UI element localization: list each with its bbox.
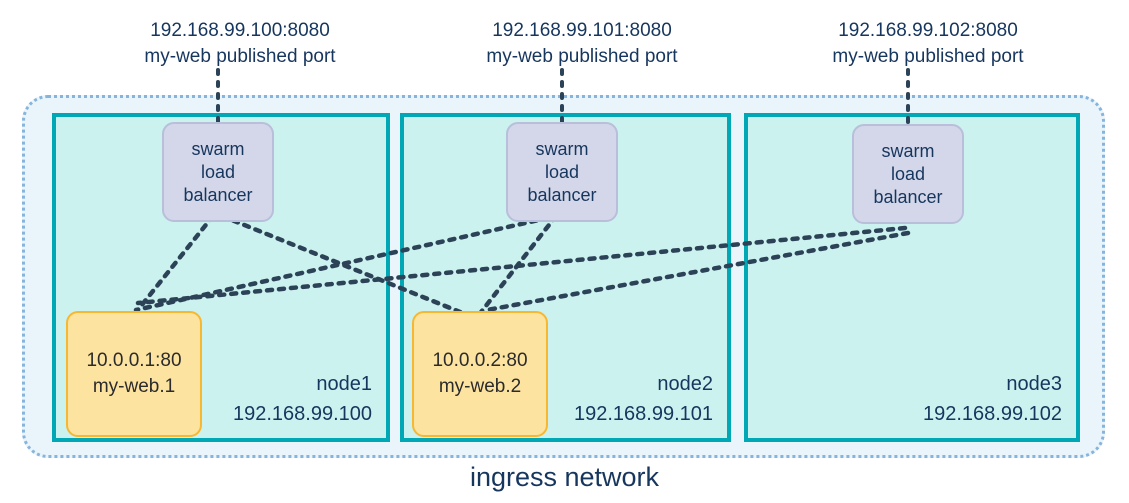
lb-line-3: balancer (527, 184, 597, 205)
lb-line-3: balancer (873, 186, 943, 207)
node-name-label: node1 (316, 373, 372, 395)
published-port-label-node3: 192.168.99.102:8080 my-web published por… (818, 18, 1038, 70)
published-port-description: my-web published port (144, 46, 336, 67)
task-name: my-web.1 (92, 376, 176, 397)
node-name-label: node3 (1006, 373, 1062, 395)
swarm-load-balancer-node2: swarm load balancer (506, 122, 618, 222)
node-ip-label: 192.168.99.101 (573, 403, 713, 425)
published-port-label-node1: 192.168.99.100:8080 my-web published por… (130, 18, 350, 70)
node-name-label: node2 (657, 373, 713, 395)
task-box-my-web-1: 10.0.0.1:80 my-web.1 (66, 311, 202, 437)
node-ip-label: 192.168.99.100 (232, 403, 372, 425)
published-port-address: 192.168.99.100:8080 (150, 20, 330, 41)
task-address: 10.0.0.1:80 (86, 350, 182, 371)
task-address: 10.0.0.2:80 (432, 350, 528, 371)
published-port-address: 192.168.99.102:8080 (838, 20, 1018, 41)
published-port-description: my-web published port (486, 46, 678, 67)
node-ip-label: 192.168.99.102 (922, 403, 1062, 425)
published-port-description: my-web published port (832, 46, 1024, 67)
lb-line-1: swarm (535, 138, 589, 159)
swarm-load-balancer-node1: swarm load balancer (162, 122, 274, 222)
swarm-load-balancer-node3: swarm load balancer (852, 124, 964, 224)
lb-line-2: load (200, 161, 236, 182)
lb-line-1: swarm (881, 140, 935, 161)
task-box-my-web-2: 10.0.0.2:80 my-web.2 (412, 311, 548, 437)
ingress-network-title: ingress network (469, 462, 660, 492)
lb-line-2: load (544, 161, 580, 182)
lb-line-2: load (890, 163, 926, 184)
published-port-address: 192.168.99.101:8080 (492, 20, 672, 41)
published-port-label-node2: 192.168.99.101:8080 my-web published por… (472, 18, 692, 70)
lb-line-3: balancer (183, 184, 253, 205)
task-name: my-web.2 (438, 376, 522, 397)
lb-line-1: swarm (191, 138, 245, 159)
